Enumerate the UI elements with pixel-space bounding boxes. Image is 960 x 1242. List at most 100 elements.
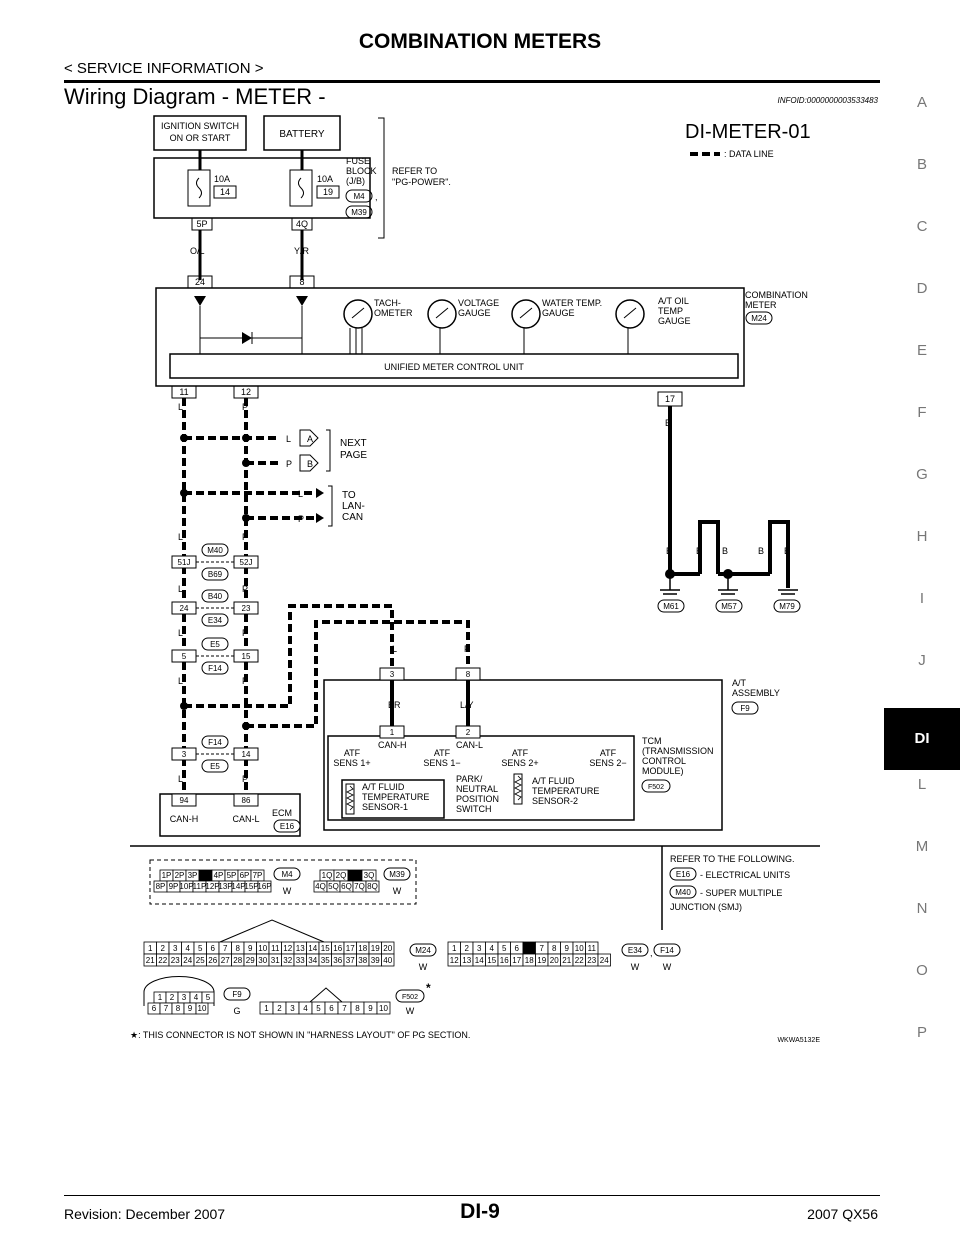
voltage-label-2: GAUGE [458,308,491,318]
e34-face-color: W [631,962,640,972]
m40-badge [201,543,229,557]
m4-m39-frame [149,859,417,905]
tab-d[interactable]: D [916,280,928,297]
pin-number: 22 [575,956,584,965]
wire-l-label-4: L [178,628,183,638]
refer-bracket [378,117,385,239]
meter-label-1: COMBINATION [745,290,808,300]
fuse2-num-box [316,185,340,199]
pin-number: 13 [462,956,471,965]
pin-number: 11P [193,882,207,891]
f14-face-color: W [663,962,672,972]
fuse-19 [289,169,313,207]
tab-o[interactable]: O [916,962,928,979]
fuse-conn-m4-badge [345,189,373,203]
water-temp-gauge-icon [511,299,541,329]
wire-ol-label: O/L [190,246,205,256]
pin-number: 24 [600,956,609,965]
pin-number: 8 [236,944,241,953]
pin-4q: 4Q [296,219,308,229]
tab-j[interactable]: J [918,652,926,669]
next-p-label: P [286,459,292,469]
pin-1: 1 [390,728,395,737]
fuse1-num: 14 [220,187,230,197]
f502-star: * [426,981,431,995]
pin-5p: 5P [196,219,207,229]
tab-l[interactable]: L [917,776,927,793]
pin-number: 9 [368,1004,373,1013]
tab-di[interactable]: DI [884,708,960,770]
meter-conn-badge [745,311,773,325]
pin-number: 21 [562,956,571,965]
tcm-label-3: CONTROL [642,756,686,766]
pin-number: 21 [146,956,155,965]
pin-number: 17 [512,956,521,965]
combination-meter-box [155,287,745,387]
atf-sens2m-1: ATF [600,748,617,758]
e34-face-badge [621,943,649,957]
pin-number: 11 [588,944,597,953]
pin-51j: 51J [178,558,191,567]
tab-p[interactable]: P [916,1024,927,1041]
thermistor-2-icon [513,773,523,805]
f502-face-label: F502 [402,994,418,1001]
tab-a[interactable]: A [916,94,927,111]
atf-sens2p-2: SENS 2+ [501,758,538,768]
pin-number: 5P [227,871,237,880]
gnd-b-label-1: B [666,546,672,556]
pin-17: 17 [665,394,675,404]
wire-p-label-6: P [242,774,248,784]
pin-number: 31 [271,956,280,965]
tab-g[interactable]: G [916,466,928,483]
tab-c[interactable]: C [916,218,928,235]
tab-m[interactable]: M [915,838,929,855]
tab-h[interactable]: H [916,528,928,545]
ecm-box [159,793,301,837]
pin-1-box [379,725,405,739]
pin-8: 8 [299,277,304,287]
tab-n[interactable]: N [916,900,928,917]
pin-number: 6 [211,944,216,953]
figure-id: WKWA5132E [777,1037,820,1044]
tachometer-needle [351,307,365,319]
pin-number: 29 [246,956,255,965]
m39-badge [383,867,411,881]
pin-number: 3 [477,944,482,953]
tab-f[interactable]: F [917,404,927,421]
pin-number: 19 [537,956,546,965]
tcm-can-l-route [246,620,470,728]
pin-cell [376,1001,391,1015]
tab-e[interactable]: E [916,342,927,359]
next-page-label-2: PAGE [340,450,367,461]
water-temp-needle [519,307,533,319]
tachometer-icon [343,299,373,329]
m61-label: M61 [663,602,679,611]
pin-number: 14 [308,944,317,953]
pin-number: 28 [233,956,242,965]
fuse1-num-box [213,185,237,199]
pin-number: 39 [371,956,380,965]
pin-number: 30 [258,956,267,965]
tab-b[interactable]: B [916,156,927,173]
pin-number: 3Q [364,871,375,880]
ecm-can-l: CAN-L [232,814,259,824]
sensor1-box [341,779,445,819]
tab-i[interactable]: I [919,590,925,607]
fuse-block-label-1: FUSE [346,156,370,166]
diode-8 [296,296,308,306]
pin-number: 16P [257,882,271,891]
pin-number: 1 [158,993,163,1002]
pin-number: 2Q [336,871,347,880]
m39-label: M39 [389,870,405,879]
pin-15: 15 [242,652,251,661]
b40-badge [201,589,229,603]
pin-number: 2 [465,944,470,953]
gnd-b-label-4: B [758,546,764,556]
pin-52j: 52J [240,558,253,567]
fuse-14-symbol [196,177,202,199]
f9-face-label: F9 [232,990,242,999]
pin-number: 7P [253,871,263,880]
m79-label: M79 [779,602,795,611]
